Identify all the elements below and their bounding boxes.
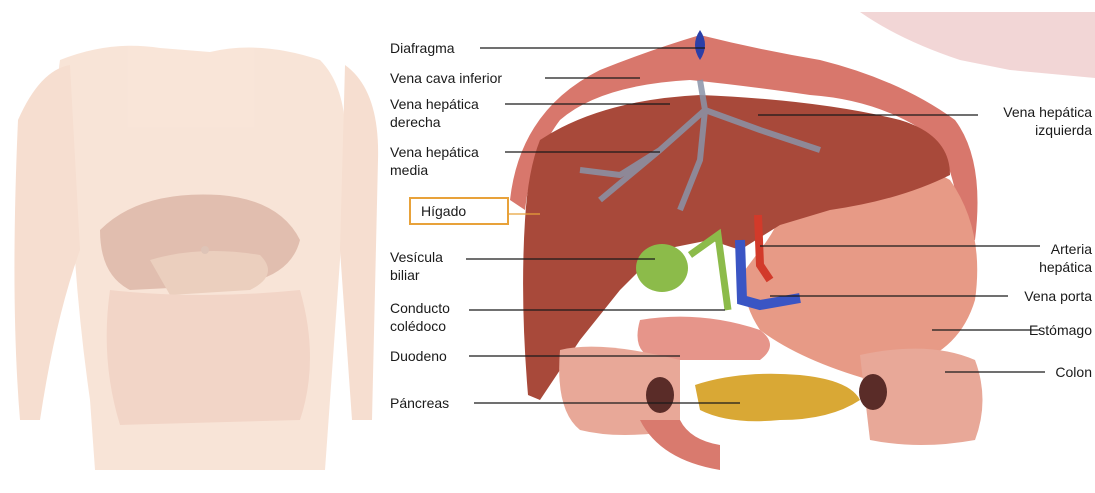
label-vena-cava-inferior: Vena cava inferior <box>390 69 502 87</box>
label-line: biliar <box>390 266 443 284</box>
label-estomago: Estómago <box>1000 321 1092 339</box>
label-line: Vena hepática <box>390 95 479 113</box>
label-line: Arteria <box>1000 240 1092 258</box>
label-vena-hepatica-media: Vena hepática media <box>390 143 479 179</box>
label-higado: Hígado <box>409 197 509 225</box>
label-diafragma: Diafragma <box>390 39 455 57</box>
label-vesicula-biliar: Vesícula biliar <box>390 248 443 284</box>
label-line: Vesícula <box>390 248 443 266</box>
label-colon: Colon <box>1040 363 1092 381</box>
label-vena-porta: Vena porta <box>1000 287 1092 305</box>
label-line: derecha <box>390 113 479 131</box>
gallbladder-shape <box>636 244 688 292</box>
navel <box>201 246 209 254</box>
torso-illustration <box>14 46 378 470</box>
label-pancreas: Páncreas <box>390 394 449 412</box>
label-line: hepática <box>1000 258 1092 276</box>
label-arteria-hepatica: Arteria hepática <box>1000 240 1092 276</box>
label-line: izquierda <box>980 121 1092 139</box>
label-line: Conducto <box>390 299 450 317</box>
label-conducto-coledoco: Conducto colédoco <box>390 299 450 335</box>
label-line: Vena hepática <box>390 143 479 161</box>
label-vena-hepatica-derecha: Vena hepática derecha <box>390 95 479 131</box>
label-line: colédoco <box>390 317 450 335</box>
label-duodeno: Duodeno <box>390 347 447 365</box>
label-line: media <box>390 161 479 179</box>
label-vena-hepatica-izquierda: Vena hepática izquierda <box>980 103 1092 139</box>
label-line: Vena hepática <box>980 103 1092 121</box>
